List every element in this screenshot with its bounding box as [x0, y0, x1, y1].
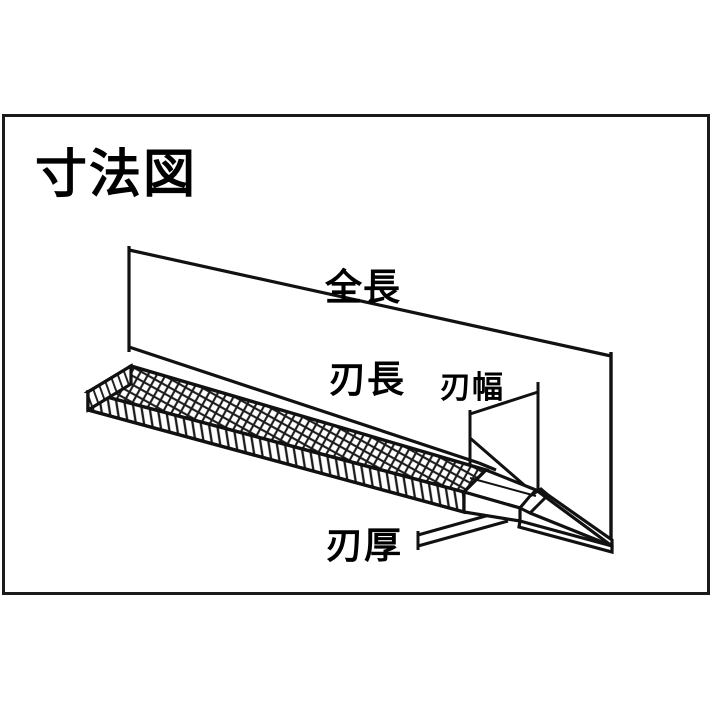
diagram-frame	[2, 114, 710, 595]
